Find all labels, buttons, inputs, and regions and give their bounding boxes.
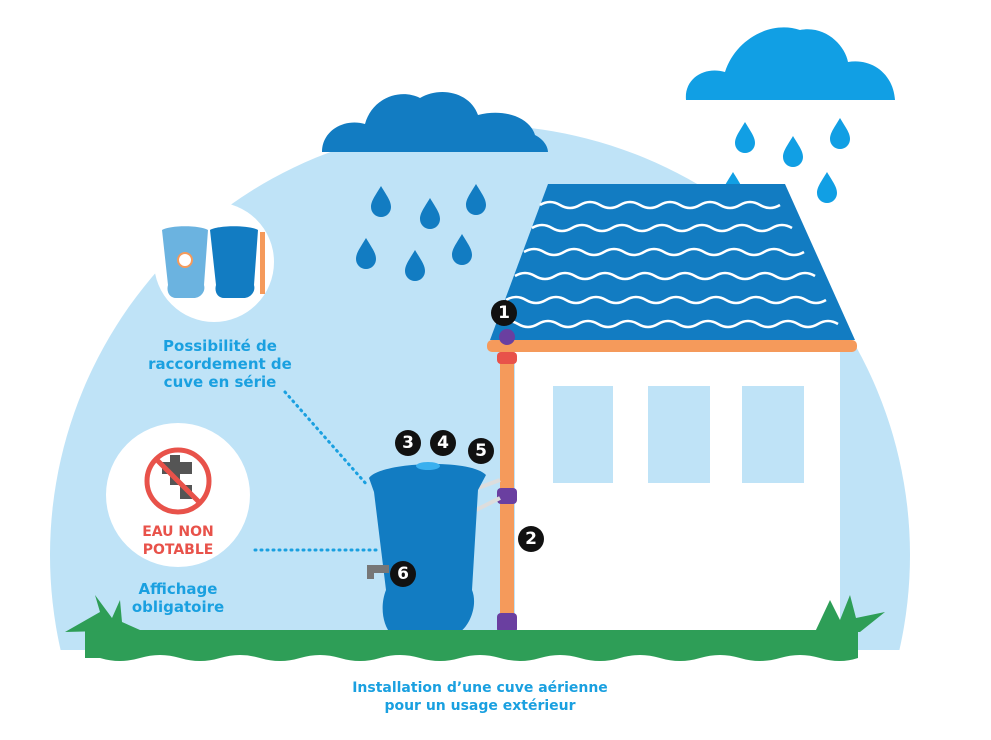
badge-4: 4 bbox=[430, 430, 456, 456]
connection-hose bbox=[475, 496, 501, 512]
illustration-caption: Installation d’une cuve aérienne pour un… bbox=[300, 679, 660, 715]
label-line: obligatoire bbox=[131, 598, 225, 616]
plus-icon bbox=[177, 252, 193, 268]
pipe-top bbox=[497, 352, 517, 364]
rain-collector bbox=[497, 488, 517, 504]
badge-2: 2 bbox=[518, 526, 544, 552]
cloud-right-icon bbox=[685, 27, 895, 100]
connection-hose bbox=[477, 478, 501, 490]
grass-tuft-left bbox=[65, 595, 140, 632]
window bbox=[553, 386, 613, 483]
label-line: Affichage bbox=[138, 580, 218, 598]
series-tank-dark bbox=[210, 226, 258, 298]
badge-3: 3 bbox=[395, 430, 421, 456]
no-drinking-water-icon bbox=[144, 447, 212, 515]
sign-line: EAU NON bbox=[142, 524, 214, 540]
pipe-foot bbox=[497, 613, 517, 633]
series-connection-label: Possibilité de raccordement de cuve en s… bbox=[140, 337, 300, 391]
badge-1: 1 bbox=[491, 300, 517, 326]
badge-6: 6 bbox=[390, 561, 416, 587]
cloud-left-icon bbox=[322, 91, 548, 152]
caption-line: Installation d’une cuve aérienne bbox=[352, 680, 608, 696]
roof bbox=[490, 184, 855, 340]
tap-spout bbox=[367, 565, 374, 579]
label-line: cuve en série bbox=[163, 373, 277, 391]
window bbox=[742, 386, 804, 483]
label-line: raccordement de bbox=[148, 355, 292, 373]
label-line: Possibilité de bbox=[163, 337, 277, 355]
gutter bbox=[487, 340, 857, 352]
window bbox=[648, 386, 710, 483]
leaf-guard-icon bbox=[499, 329, 515, 345]
mandatory-display-label: Affichage obligatoire bbox=[118, 580, 238, 616]
caption-line: pour un usage extérieur bbox=[384, 698, 576, 714]
rainwater-tank bbox=[369, 463, 486, 635]
tank-lid bbox=[416, 462, 440, 470]
tap-icon bbox=[367, 565, 389, 573]
grass-ground bbox=[85, 630, 858, 661]
non-potable-sign-text: EAU NON POTABLE bbox=[128, 523, 228, 559]
sign-line: POTABLE bbox=[142, 542, 214, 558]
non-potable-sign-bubble bbox=[106, 423, 250, 567]
leader-line-series bbox=[283, 390, 370, 488]
badge-5: 5 bbox=[468, 438, 494, 464]
grass-tuft-right bbox=[815, 595, 885, 632]
roof-waves bbox=[497, 200, 839, 329]
series-pipe bbox=[260, 232, 265, 294]
